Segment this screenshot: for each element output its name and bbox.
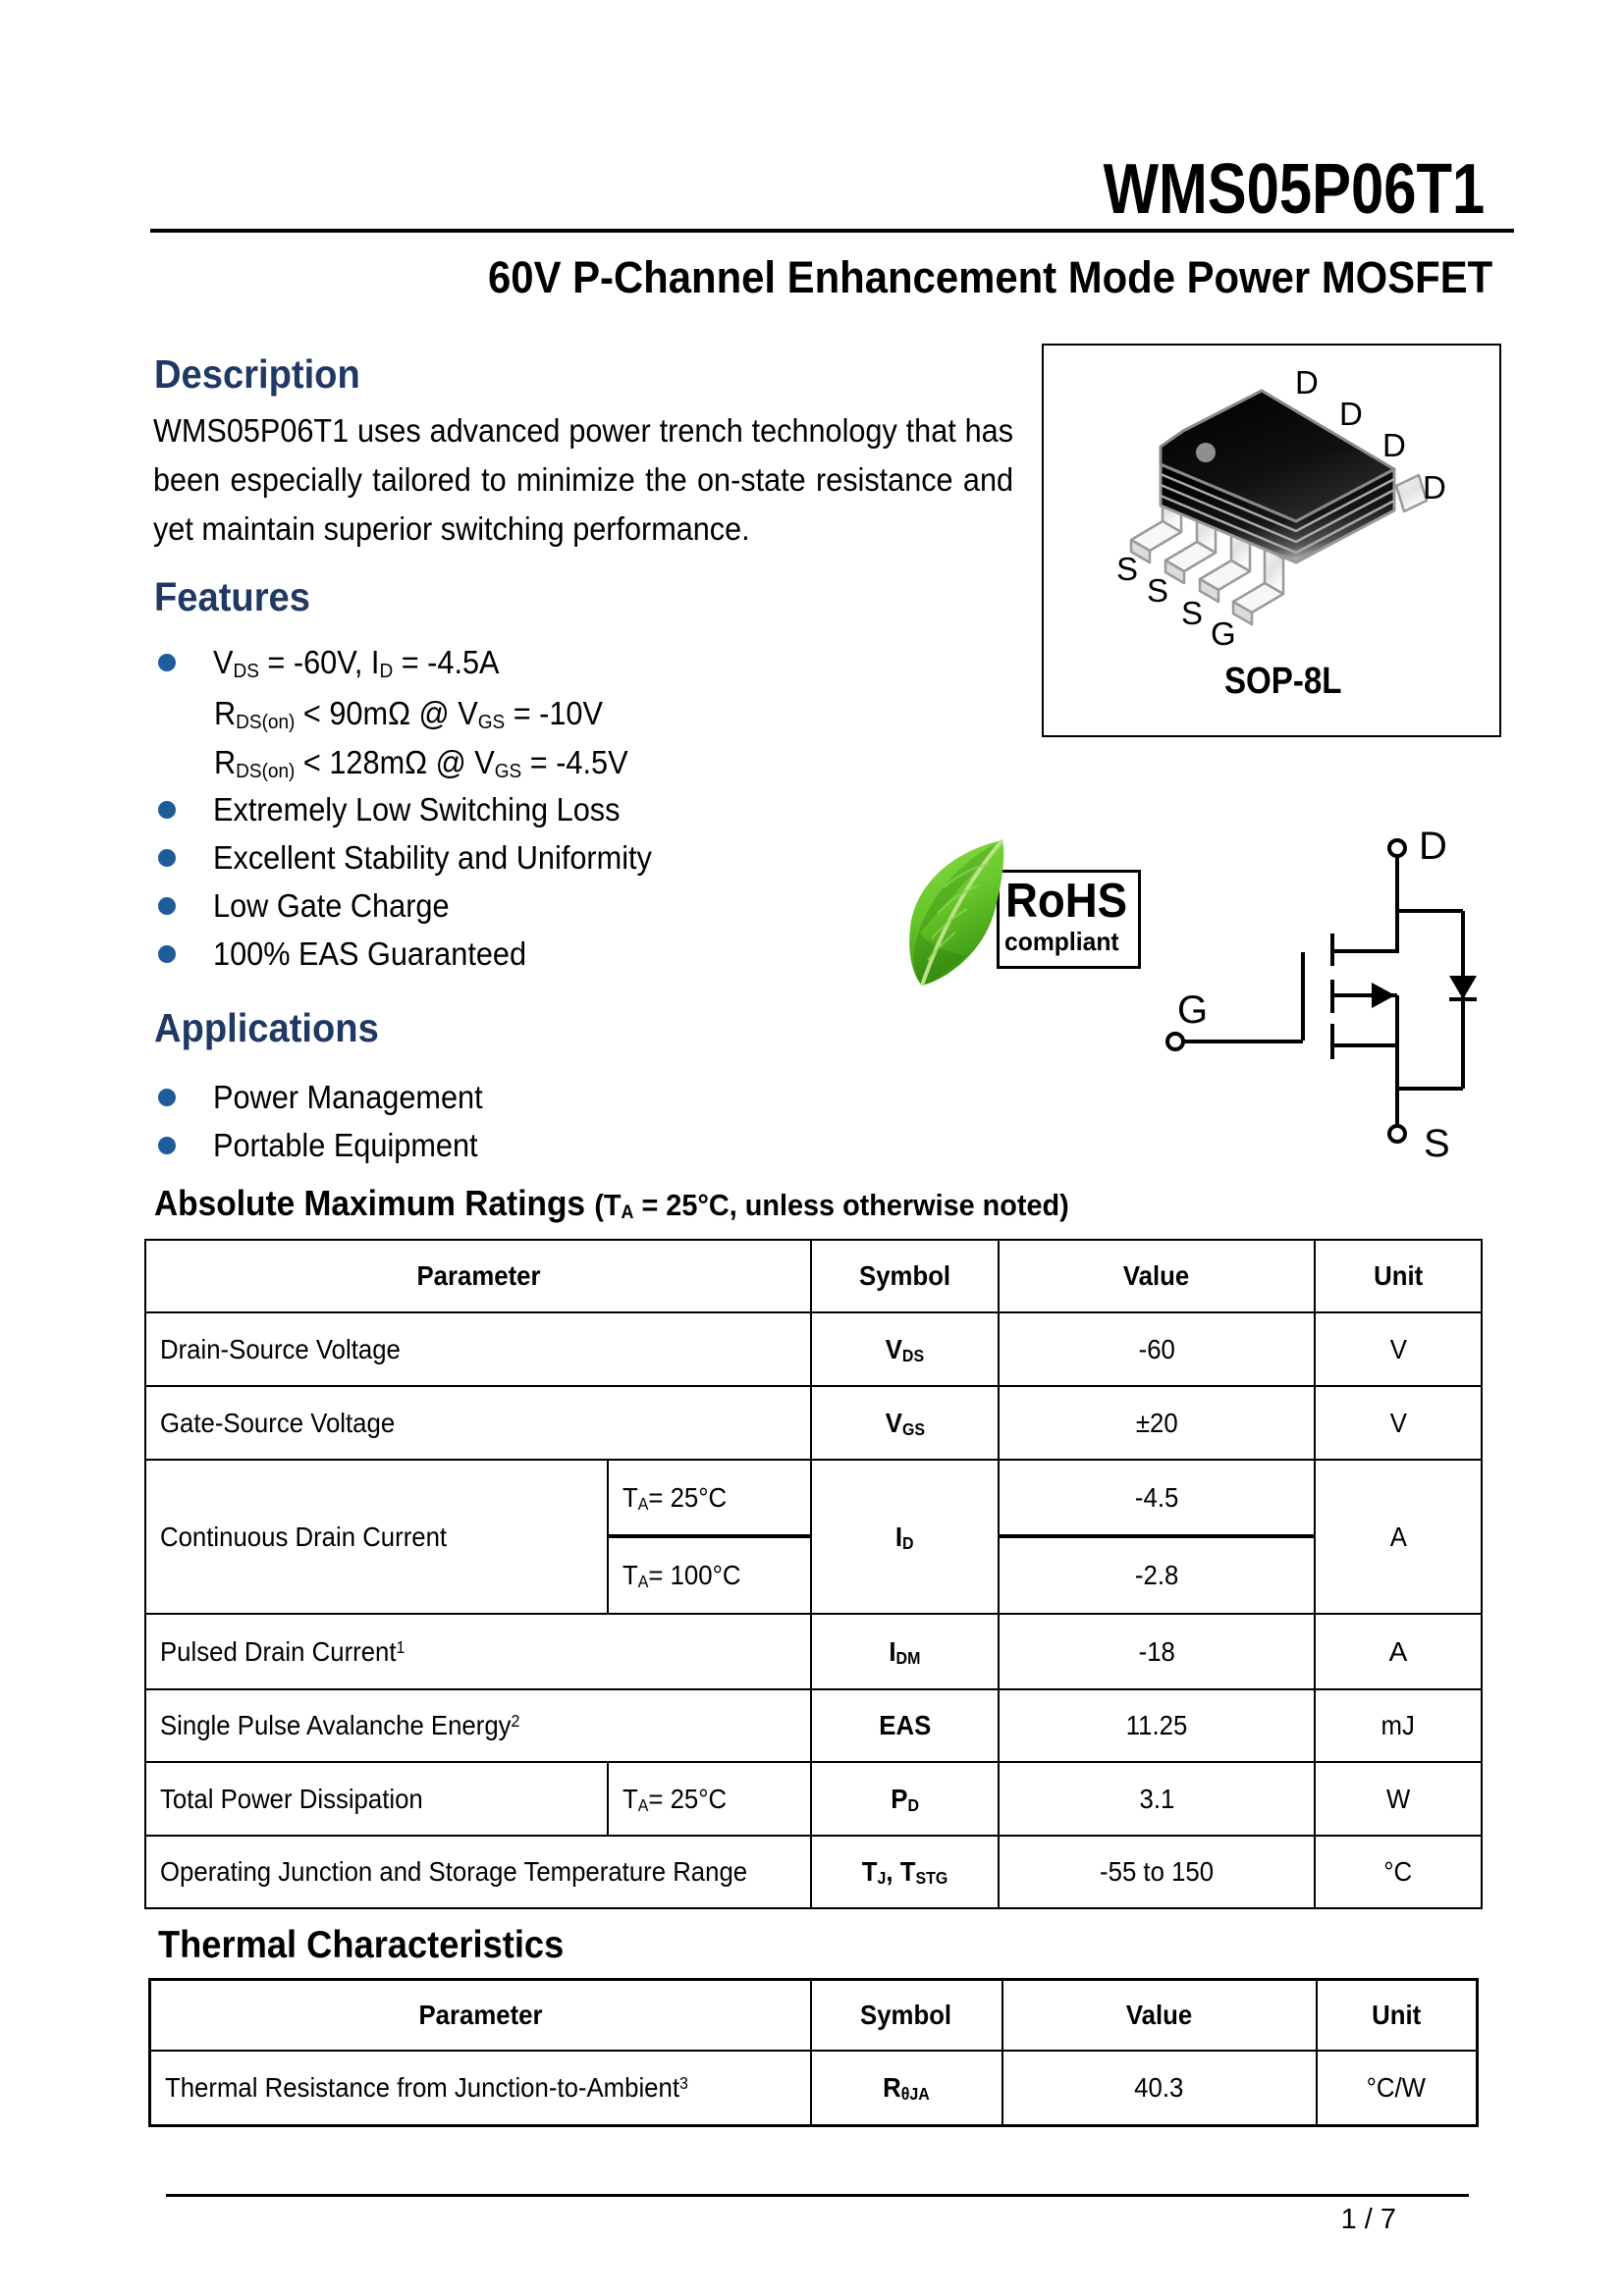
svg-text:D: D	[1339, 396, 1363, 432]
svg-text:S: S	[1181, 595, 1203, 631]
svg-text:D: D	[1423, 469, 1446, 506]
svg-text:S: S	[1116, 551, 1138, 587]
svg-text:D: D	[1419, 825, 1447, 868]
svg-text:G: G	[1211, 615, 1236, 652]
svg-text:S: S	[1424, 1122, 1450, 1165]
svg-text:D: D	[1382, 427, 1406, 463]
svg-text:G: G	[1177, 988, 1208, 1032]
svg-text:D: D	[1295, 364, 1319, 400]
svg-text:S: S	[1147, 572, 1168, 609]
